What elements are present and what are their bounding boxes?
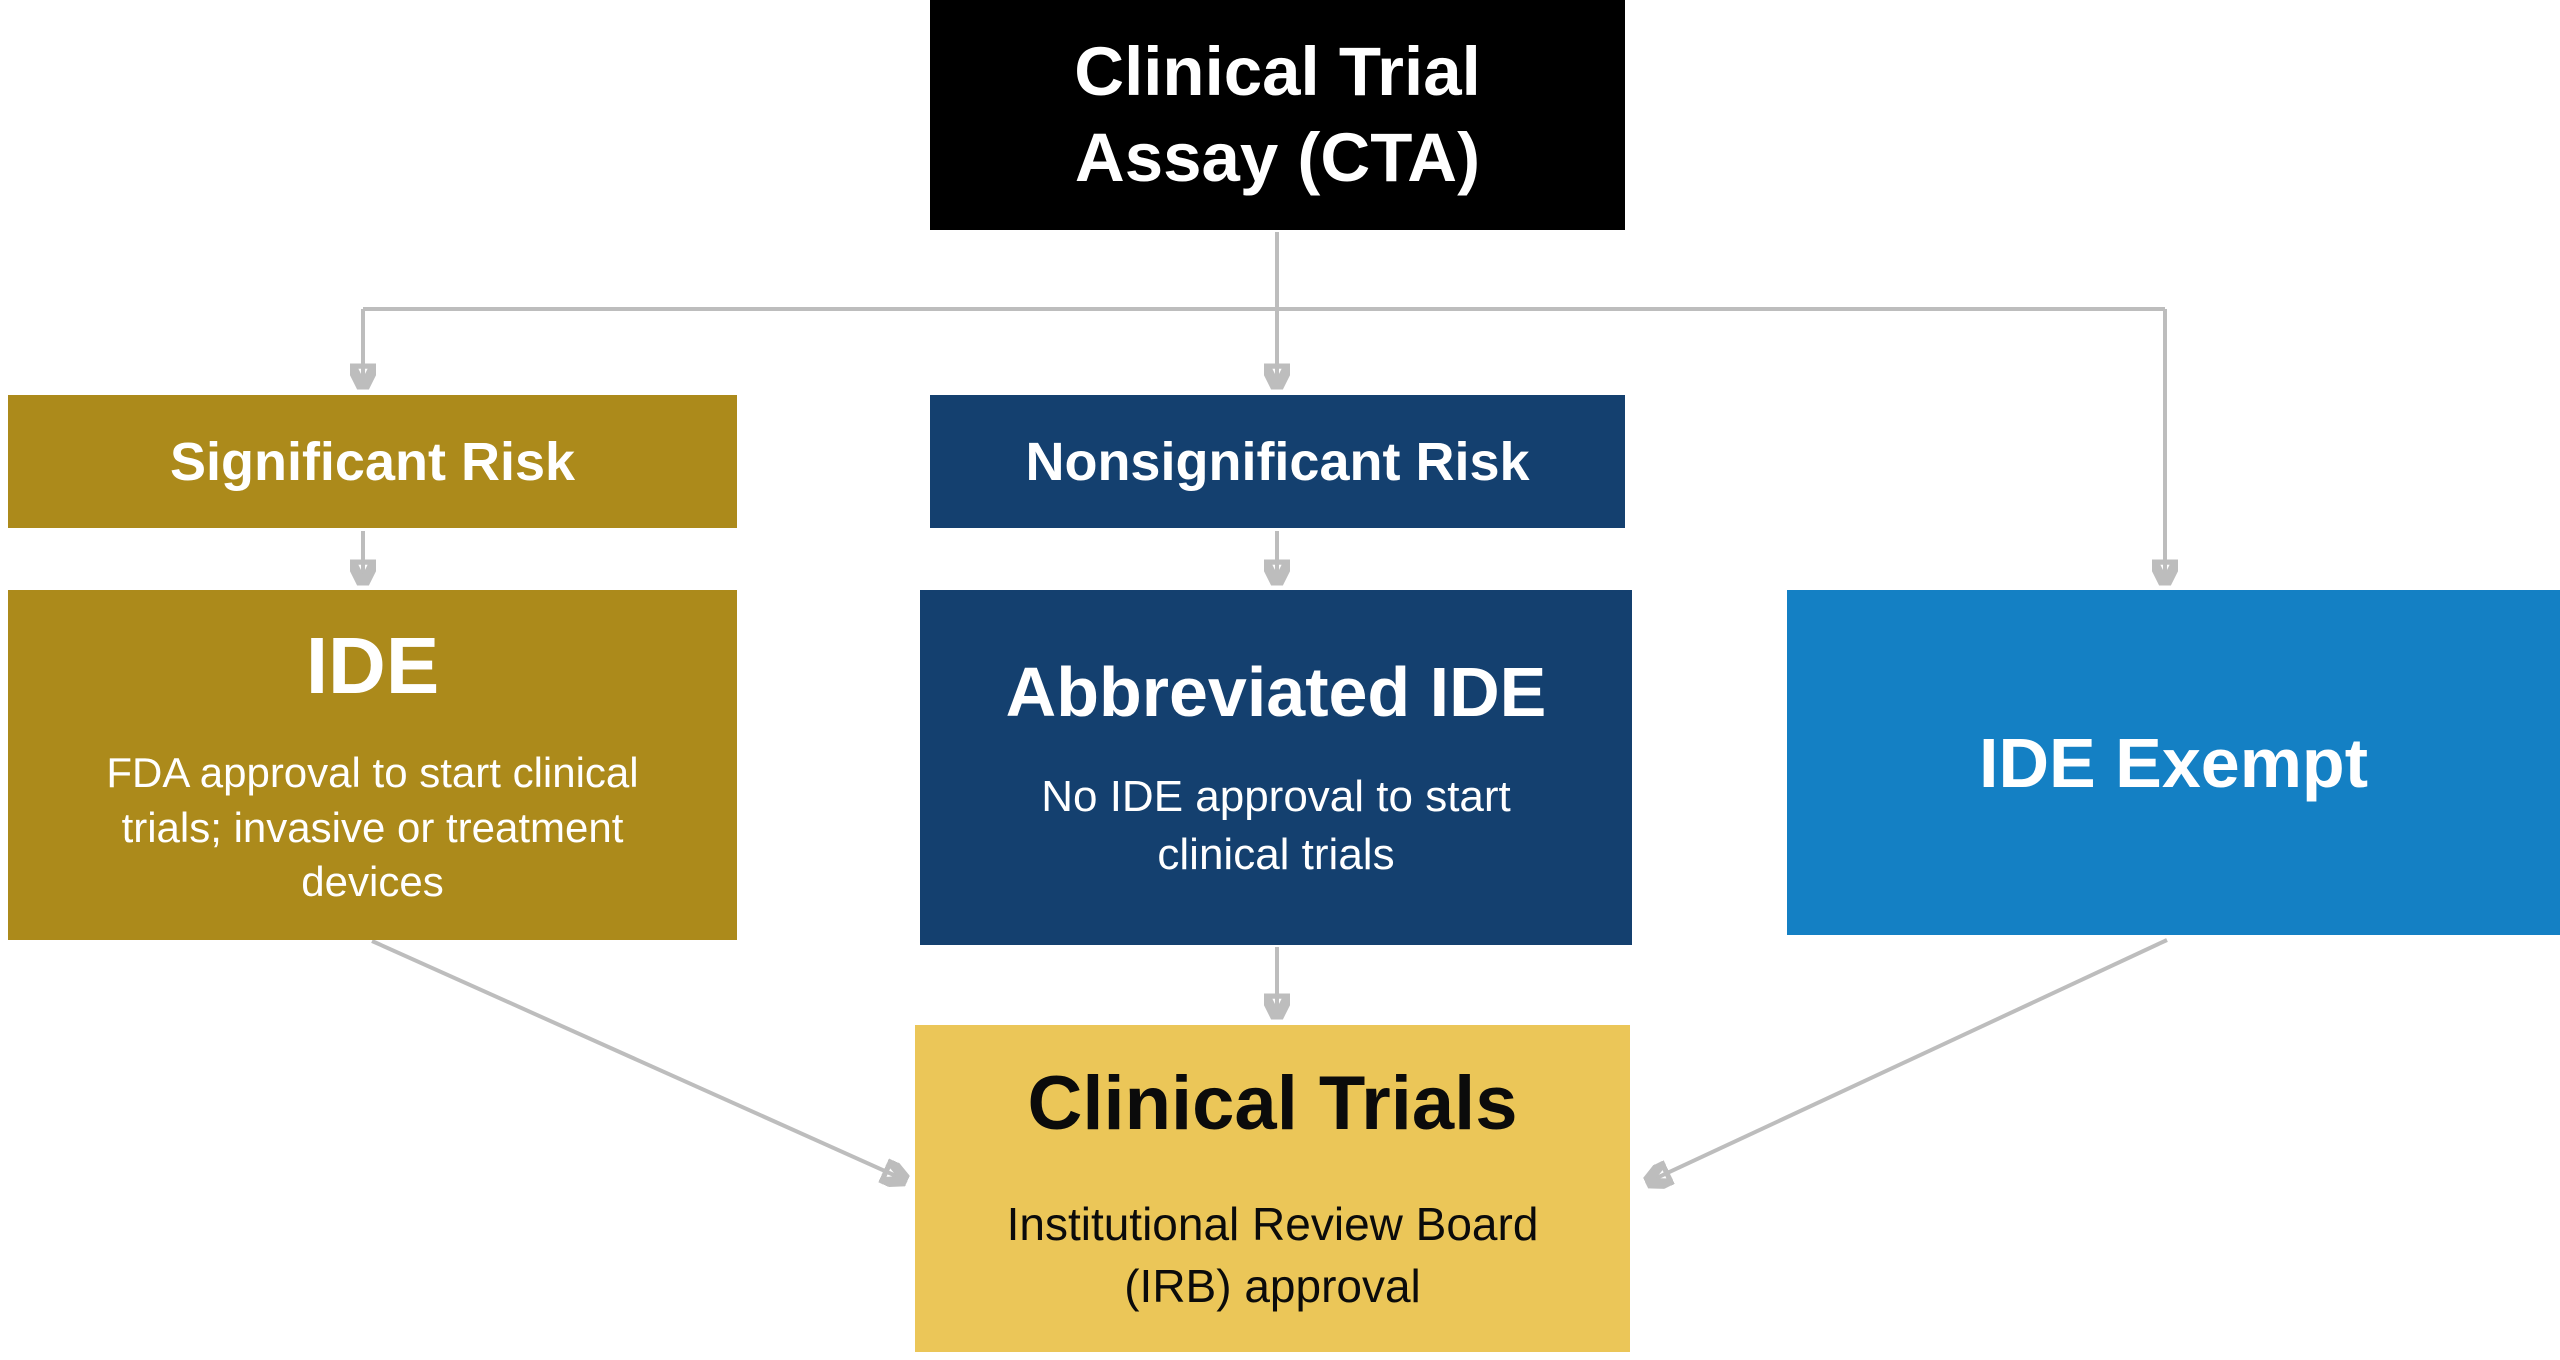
node-clinical-trials-title: Clinical Trials bbox=[1027, 1060, 1518, 1146]
node-ide-exempt-title: IDE Exempt bbox=[1979, 723, 2368, 802]
node-ide-title: IDE bbox=[305, 621, 440, 711]
edge-ide-to-clinical-trials bbox=[371, 939, 905, 1180]
node-nonsignificant-risk: Nonsignificant Risk bbox=[930, 395, 1625, 528]
node-significant-risk-title: Significant Risk bbox=[169, 431, 576, 492]
node-abbreviated-ide: Abbreviated IDE No IDE approval to start… bbox=[920, 590, 1632, 945]
node-abbreviated-ide-title: Abbreviated IDE bbox=[1005, 653, 1547, 732]
node-clinical-trials-description: Institutional Review Board (IRB) approva… bbox=[1006, 1197, 1539, 1312]
node-clinical-trial-assay: Clinical Trial Assay (CTA) bbox=[930, 0, 1625, 230]
node-ide-exempt: IDE Exempt bbox=[1787, 590, 2560, 935]
node-ide-description: FDA approval to start clinical trials; i… bbox=[106, 749, 639, 906]
node-abbreviated-ide-description: No IDE approval to start clinical trials bbox=[1041, 772, 1511, 879]
node-ide: IDE FDA approval to start clinical trial… bbox=[8, 590, 737, 940]
node-significant-risk: Significant Risk bbox=[8, 395, 737, 528]
node-clinical-trials: Clinical Trials Institutional Review Boa… bbox=[915, 1025, 1630, 1352]
edge-ide-exempt-to-clinical-trials bbox=[1648, 938, 2168, 1182]
node-nonsignificant-risk-title: Nonsignificant Risk bbox=[1025, 431, 1530, 492]
node-clinical-trial-assay-title: Clinical Trial Assay (CTA) bbox=[1074, 32, 1481, 196]
